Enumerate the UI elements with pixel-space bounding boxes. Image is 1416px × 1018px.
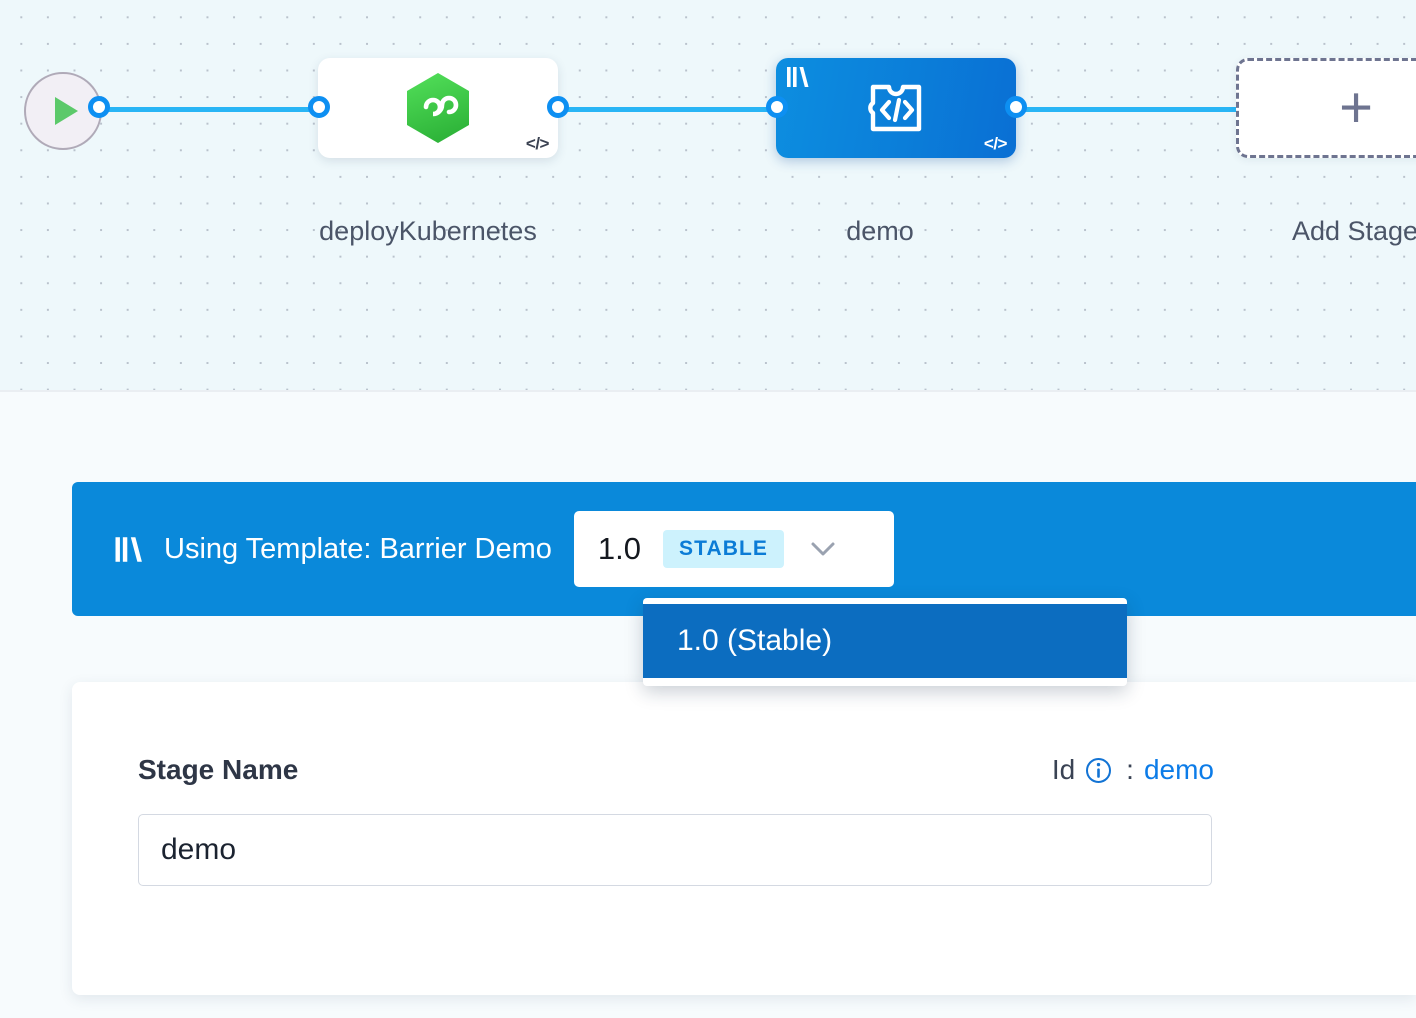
- connector-dot-deploy-out[interactable]: [547, 96, 569, 118]
- pipeline-canvas[interactable]: </> deployKubernetes </> demo: [0, 0, 1416, 392]
- stage-node-demo[interactable]: </>: [776, 58, 1016, 158]
- stage-name-input[interactable]: [138, 814, 1212, 886]
- id-label: Id: [1051, 754, 1076, 785]
- template-version-select[interactable]: 1.0 STABLE: [573, 511, 894, 587]
- add-stage-label: Add Stage: [1230, 202, 1416, 260]
- connector-dot-deploy-in[interactable]: [308, 96, 330, 118]
- stage-node-deploy-kubernetes[interactable]: </>: [318, 58, 558, 158]
- stable-badge: STABLE: [663, 530, 785, 568]
- connector-dot-start-out[interactable]: [88, 96, 110, 118]
- add-stage-label-text: Add Stage: [1291, 216, 1416, 246]
- stage-id-display: Id : demo: [1052, 754, 1214, 786]
- add-stage-node[interactable]: +: [1236, 58, 1416, 158]
- wire-demo-to-add-stage: [1008, 107, 1248, 112]
- connector-dot-demo-in[interactable]: [766, 96, 788, 118]
- using-template-label: Using Template: Barrier Demo: [164, 532, 552, 565]
- stage-name-label: Stage Name: [138, 754, 299, 785]
- stage-label-text: demo: [846, 216, 914, 246]
- stage-name-field-header: Stage Name Id : demo: [138, 754, 1214, 786]
- plus-icon: +: [1339, 75, 1373, 140]
- code-badge-icon: </>: [983, 134, 1008, 153]
- id-separator: :: [1126, 754, 1134, 785]
- chevron-down-icon[interactable]: [810, 541, 836, 557]
- template-library-icon: [115, 536, 142, 562]
- code-badge-icon: </>: [525, 134, 550, 153]
- stage-label-demo: demo: [760, 202, 1000, 260]
- using-template-bar: Using Template: Barrier Demo 1.0 STABLE: [72, 482, 1416, 616]
- wire-deploy-to-demo: [556, 107, 788, 112]
- wire-start-to-deploy: [100, 107, 328, 112]
- template-library-icon: [787, 67, 809, 87]
- connector-dot-demo-out[interactable]: [1005, 96, 1027, 118]
- play-icon: [54, 97, 78, 125]
- stage-label-text: deployKubernetes: [319, 216, 537, 246]
- kubernetes-deploy-hexagon-icon: [407, 73, 469, 143]
- template-version-value: 1.0: [597, 531, 641, 566]
- version-option-1-0-stable[interactable]: 1.0 (Stable): [643, 604, 1127, 678]
- template-puzzle-code-icon: [868, 84, 922, 132]
- stage-id-value[interactable]: demo: [1143, 754, 1214, 785]
- info-icon[interactable]: [1085, 757, 1112, 784]
- template-version-dropdown[interactable]: 1.0 (Stable): [643, 598, 1127, 686]
- stage-label-deploy-kubernetes: deployKubernetes: [288, 202, 568, 260]
